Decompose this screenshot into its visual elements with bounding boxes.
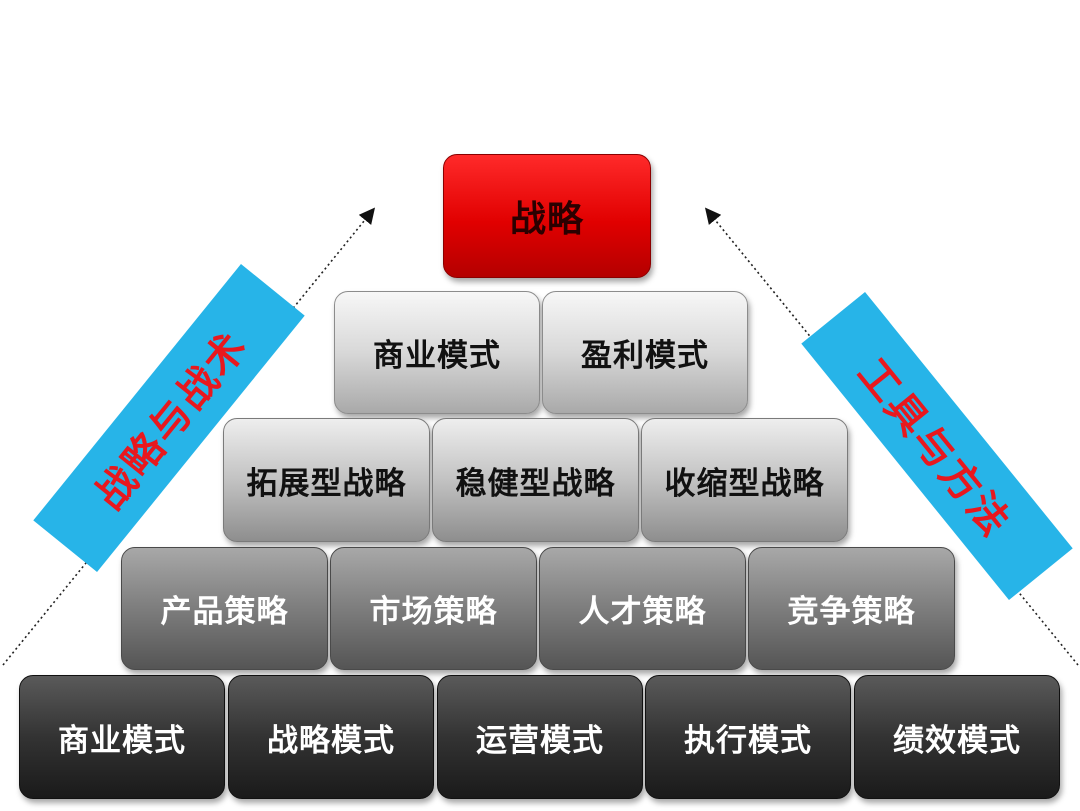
tier4-block-performance-model: 绩效模式 xyxy=(854,675,1060,799)
tier4-block-operation-model: 运营模式 xyxy=(437,675,643,799)
tier2-block-expansion: 拓展型战略 xyxy=(223,418,430,542)
tier3-block-competition: 竞争策略 xyxy=(748,547,955,670)
tier3-label: 市场策略 xyxy=(369,594,498,630)
tier1-label: 商业模式 xyxy=(373,338,501,374)
strategy-top-label: 战略 xyxy=(509,199,584,240)
tier2-block-contraction: 收缩型战略 xyxy=(641,418,848,542)
tier4-block-strategy-model: 战略模式 xyxy=(228,675,434,799)
tier1-label: 盈利模式 xyxy=(581,338,709,374)
tier4-label: 执行模式 xyxy=(684,722,812,759)
tier4-label: 商业模式 xyxy=(58,722,186,759)
tier3-block-market: 市场策略 xyxy=(330,547,537,670)
tier3-label: 人才策略 xyxy=(578,594,707,630)
tier3-label: 竞争策略 xyxy=(787,594,916,630)
tier2-label: 收缩型战略 xyxy=(664,465,825,502)
tier1-block-business-model: 商业模式 xyxy=(334,291,540,414)
tier1-block-profit-model: 盈利模式 xyxy=(542,291,748,414)
tier4-block-business-model: 商业模式 xyxy=(19,675,225,799)
tier3-label: 产品策略 xyxy=(160,594,289,630)
tier4-label: 绩效模式 xyxy=(893,722,1021,759)
tier2-label: 稳健型战略 xyxy=(455,465,616,502)
strategy-top-block: 战略 xyxy=(443,154,651,278)
tier4-label: 战略模式 xyxy=(267,722,395,759)
tier3-block-talent: 人才策略 xyxy=(539,547,746,670)
tier2-label: 拓展型战略 xyxy=(246,465,407,502)
tier4-label: 运营模式 xyxy=(476,722,604,759)
tier4-block-execution-model: 执行模式 xyxy=(645,675,851,799)
tier2-block-stable: 稳健型战略 xyxy=(432,418,639,542)
tier3-block-product: 产品策略 xyxy=(121,547,328,670)
